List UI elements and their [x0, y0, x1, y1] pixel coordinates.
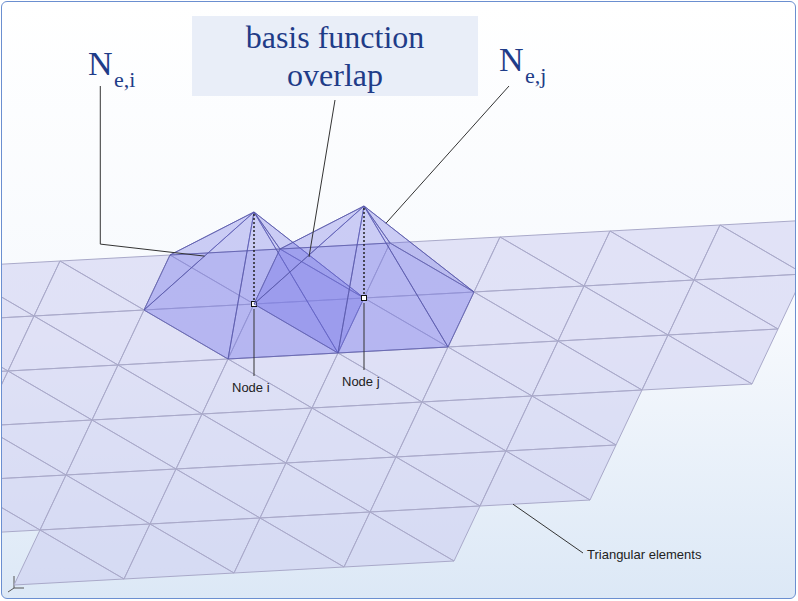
mesh-triangle [260, 463, 370, 518]
mesh-triangle [92, 365, 202, 420]
function-name: N [88, 46, 113, 82]
mesh-triangle [124, 524, 234, 579]
mesh-triangle [474, 237, 584, 292]
height-line [253, 212, 255, 304]
mesh-triangle [286, 408, 396, 463]
mesh-triangle [642, 335, 752, 390]
mesh-triangle [344, 512, 454, 567]
mesh-triangle [34, 261, 144, 316]
leader-line [364, 303, 365, 370]
mesh-triangle [176, 414, 286, 469]
mesh-triangle [40, 475, 150, 530]
mesh-triangle [668, 280, 778, 335]
mesh-triangle [2, 481, 40, 536]
mesh-triangle [370, 457, 480, 512]
function-subscript: e,j [525, 64, 546, 88]
mesh-triangle [14, 530, 124, 585]
mesh-triangle [2, 426, 66, 481]
mesh-triangle [150, 469, 260, 524]
mesh-label: Triangular elements [587, 547, 701, 562]
leader-line [513, 504, 583, 553]
leader-line [100, 86, 101, 244]
node-label: Node i [232, 380, 270, 395]
mesh-triangle [312, 353, 422, 408]
mesh-triangle [66, 420, 176, 475]
mesh-triangle [202, 359, 312, 414]
node-label: Node j [342, 374, 380, 389]
mesh-triangle [506, 396, 616, 451]
pyramid-face [170, 212, 280, 255]
overlap-label: basis function overlap [192, 16, 478, 96]
leader-line [309, 100, 335, 257]
mesh-triangle [234, 518, 344, 573]
mesh-triangle [584, 231, 694, 286]
mesh-triangle [2, 371, 92, 426]
pyramid-face [364, 206, 474, 292]
mesh-triangle [480, 451, 590, 506]
mesh-triangle [2, 322, 8, 377]
mesh-triangle [2, 267, 34, 322]
leader-line [386, 86, 509, 223]
function-name: N [499, 42, 524, 78]
mesh-triangle [694, 225, 796, 280]
mesh-triangle [532, 341, 642, 396]
mesh-triangle [8, 316, 118, 371]
mesh-triangle [396, 402, 506, 457]
leader-line [254, 309, 255, 376]
height-line [363, 206, 365, 298]
mesh-triangle [422, 347, 532, 402]
mesh-triangle [558, 286, 668, 341]
node-marker [362, 296, 367, 301]
function-subscript: e,i [114, 68, 135, 92]
leader-line [100, 244, 204, 256]
pyramid-face [280, 206, 390, 249]
